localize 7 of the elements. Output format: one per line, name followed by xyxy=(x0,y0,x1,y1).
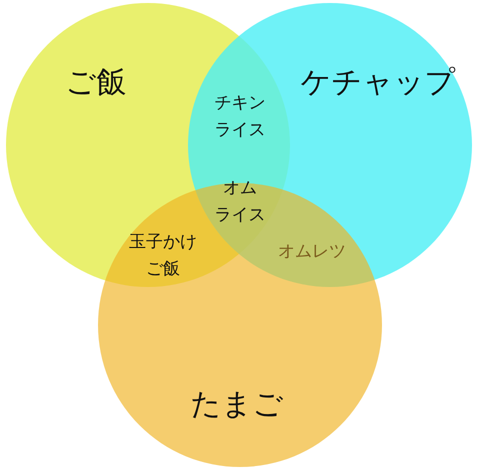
overlap-label: オムレツ xyxy=(278,240,346,264)
set-label: ご飯 xyxy=(66,65,126,101)
overlap-label: チキンライス xyxy=(214,92,266,142)
set-label: たまご xyxy=(190,387,284,423)
overlap-label: 玉子かけご飯 xyxy=(129,231,197,281)
set-label: ケチャップ xyxy=(300,65,456,101)
overlap-label: オムライス xyxy=(214,177,266,227)
